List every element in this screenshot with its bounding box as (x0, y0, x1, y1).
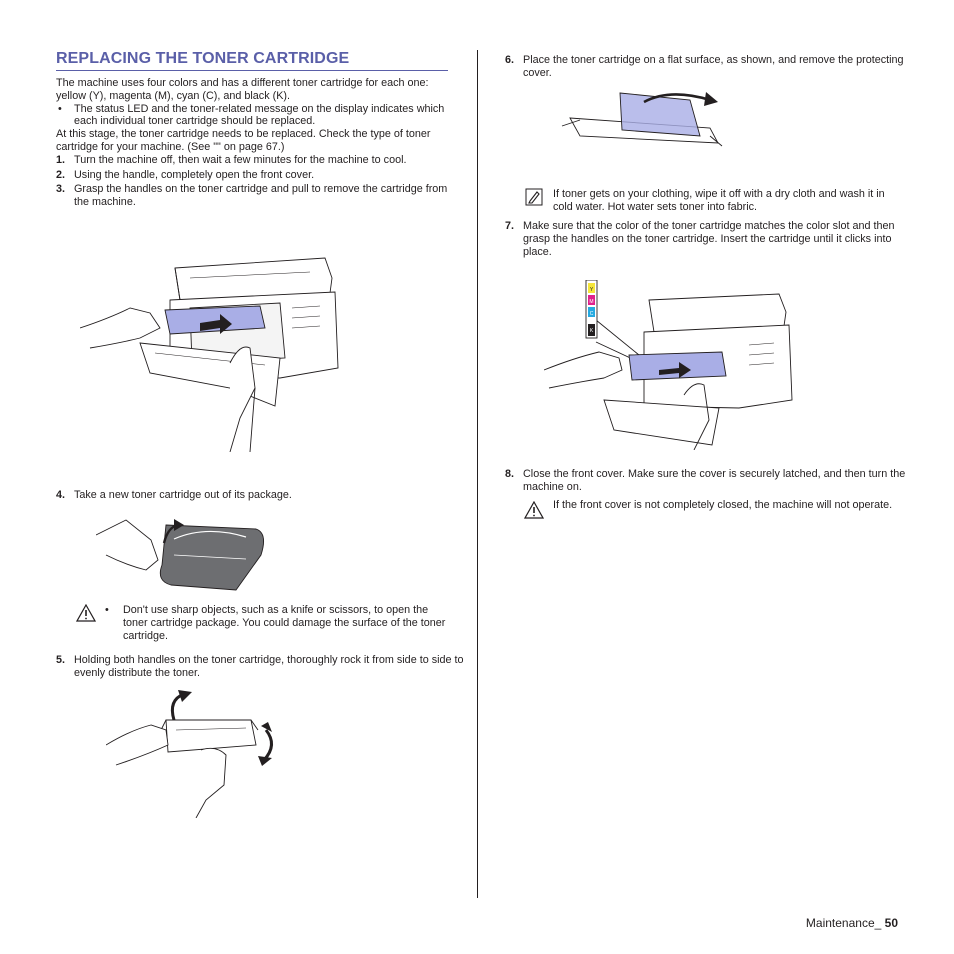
step-text: Holding both handles on the toner cartri… (74, 654, 464, 679)
slot-label-c: C (590, 311, 594, 317)
bullet-dot: • (58, 102, 62, 115)
pencil-note-icon (525, 188, 543, 206)
section-title: REPLACING THE TONER CARTRIDGE (56, 50, 448, 71)
bullet-text: The status LED and the toner-related mes… (74, 102, 445, 128)
step-2: 2. Using the handle, completely open the … (56, 169, 448, 182)
slot-label-y: Y (590, 287, 594, 293)
step-4: 4. Take a new toner cartridge out of its … (56, 489, 466, 502)
caution-front-cover: If the front cover is not completely clo… (505, 499, 900, 519)
step-1: 1. Turn the machine off, then wait a few … (56, 154, 448, 167)
step-number: 1. (56, 153, 66, 166)
step-3: 3. Grasp the handles on the toner cartrid… (56, 183, 448, 209)
step-text: Place the toner cartridge on a flat surf… (523, 54, 904, 79)
toner-package-illustration (96, 519, 265, 591)
bullet-status-led: • The status LED and the toner-related me… (56, 103, 448, 129)
bullet-dot: • (105, 604, 109, 616)
intro-paragraph: The machine uses four colors and has a d… (56, 77, 429, 102)
column-divider (477, 50, 478, 898)
slot-label-m: M (589, 299, 593, 305)
caution-sharp-objects: • Don't use sharp objects, such as a kni… (56, 604, 448, 642)
left-column: REPLACING THE TONER CARTRIDGE The machin… (56, 50, 448, 209)
note-clothing: If toner gets on your clothing, wipe it … (505, 188, 900, 214)
step-8: 8. Close the front cover. Make sure the c… (505, 468, 918, 494)
protective-cover-illustration (561, 92, 723, 147)
caution-text: Don't use sharp objects, such as a knife… (123, 604, 446, 642)
caution-text: If the front cover is not completely clo… (553, 499, 893, 511)
warning-triangle-icon (524, 501, 544, 519)
step-number: 3. (56, 183, 66, 196)
caution-list: • Don't use sharp objects, such as a kni… (56, 604, 448, 642)
slot-cyan (588, 307, 595, 317)
step-text: Close the front cover. Make sure the cov… (523, 468, 906, 493)
step-text: Turn the machine off, then wait a few mi… (74, 153, 407, 166)
step-6: 6. Place the toner cartridge on a flat su… (505, 54, 918, 80)
slot-black (588, 324, 595, 336)
step-number: 2. (56, 168, 66, 181)
step-number: 5. (56, 654, 66, 666)
page-footer: Maintenance_ 50 (806, 916, 898, 930)
printer-remove-cartridge-illustration (80, 257, 339, 452)
step-text: Take a new toner cartridge out of its pa… (74, 489, 292, 501)
step-text: Using the handle, completely open the fr… (74, 168, 315, 181)
footer-section: Maintenance_ (805, 916, 882, 930)
warning-triangle-icon (76, 604, 96, 622)
slot-yellow (588, 283, 595, 293)
step-text: Make sure that the color of the toner ca… (523, 220, 895, 258)
slot-magenta (588, 295, 595, 305)
slot-label-k: K (590, 328, 594, 334)
step-number: 7. (505, 220, 515, 232)
step-number: 8. (505, 468, 515, 480)
rock-cartridge-illustration (106, 690, 273, 818)
insert-cartridge-illustration: Y M C K (544, 280, 793, 450)
step-5: 5. Holding both handles on the toner cart… (56, 654, 466, 680)
step-number: 4. (56, 489, 66, 501)
page-number: 50 (884, 916, 898, 930)
step-text: Grasp the handles on the toner cartridge… (74, 183, 448, 209)
stage-paragraph: At this stage, the toner cartridge needs… (56, 128, 431, 153)
note-text: If toner gets on your clothing, wipe it … (553, 188, 885, 213)
step-number: 6. (505, 54, 515, 66)
step-7: 7. Make sure that the color of the toner … (505, 220, 918, 258)
